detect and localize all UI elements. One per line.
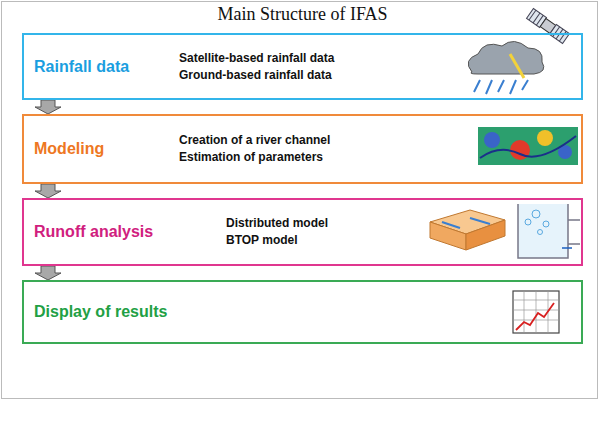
- stage-box: Rainfall dataSatellite-based rainfall da…: [22, 33, 583, 100]
- stage-heading: Rainfall data: [24, 58, 179, 76]
- stage-heading: Modeling: [24, 140, 179, 158]
- stage-box: Display of results: [22, 280, 583, 344]
- diagram-title: Main Structure of IFAS: [0, 4, 605, 25]
- stage-details: Satellite-based rainfall dataGround-base…: [179, 50, 334, 84]
- detail-line: BTOP model: [226, 232, 328, 249]
- flow-arrow: [35, 184, 61, 198]
- rain-cloud-icon: [468, 41, 544, 94]
- flow-arrow: [35, 100, 61, 114]
- detail-line: Estimation of parameters: [179, 149, 330, 166]
- stage-box: ModelingCreation of a river channelEstim…: [22, 114, 583, 184]
- stage-box: Runoff analysisDistributed modelBTOP mod…: [22, 198, 583, 266]
- slope-block-icon: [430, 210, 505, 250]
- detail-line: Ground-based rainfall data: [179, 67, 334, 84]
- stage-heading: Display of results: [24, 303, 234, 321]
- satellite-icon: [527, 8, 570, 43]
- river-map-icon: [478, 127, 578, 165]
- tank-icon: [518, 204, 580, 258]
- stage-details: Distributed modelBTOP model: [226, 215, 328, 249]
- stage-details: Creation of a river channelEstimation of…: [179, 132, 330, 166]
- flow-arrow: [35, 266, 61, 280]
- detail-line: Distributed model: [226, 215, 328, 232]
- chart-icon: [513, 291, 559, 333]
- stage-heading: Runoff analysis: [24, 223, 226, 241]
- detail-line: Creation of a river channel: [179, 132, 330, 149]
- detail-line: Satellite-based rainfall data: [179, 50, 334, 67]
